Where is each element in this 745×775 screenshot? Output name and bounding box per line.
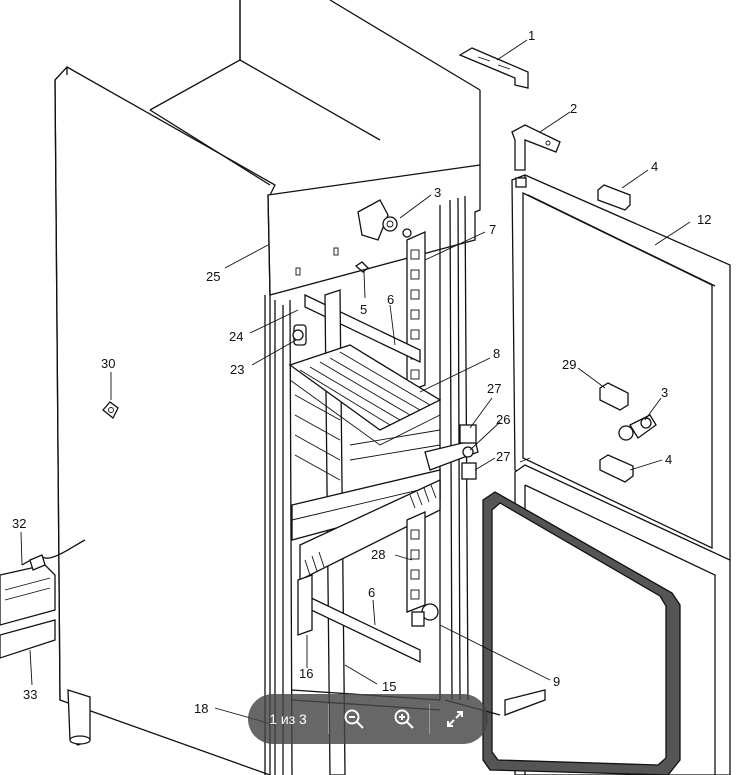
callout-label: 4 — [651, 159, 658, 174]
page-counter: 1 из 3 — [248, 711, 328, 727]
callout-label: 9 — [553, 674, 560, 689]
callout-label: 33 — [23, 687, 37, 702]
callout-label: 28 — [371, 547, 385, 562]
callout-label: 6 — [368, 585, 375, 600]
callout-label: 8 — [493, 346, 500, 361]
callout-label: 30 — [101, 356, 115, 371]
zoom-in-button[interactable] — [379, 694, 429, 744]
callout-label: 29 — [562, 357, 576, 372]
page-total: 3 — [299, 711, 307, 727]
toolbar-divider — [429, 704, 430, 734]
callout-label: 27 — [487, 381, 501, 396]
callout-label: 1 — [528, 28, 535, 43]
fullscreen-icon — [447, 711, 463, 727]
zoom-out-icon — [344, 709, 364, 729]
callout-label: 4 — [665, 452, 672, 467]
callout-labels: 1 2 3 4 12 7 25 5 6 24 23 8 30 27 26 27 … — [12, 28, 711, 716]
callout-label: 3 — [434, 185, 441, 200]
callout-label: 3 — [661, 385, 668, 400]
callout-label: 2 — [570, 101, 577, 116]
callout-label: 12 — [697, 212, 711, 227]
callout-label: 5 — [360, 302, 367, 317]
page-separator: из — [280, 711, 296, 727]
callout-label: 24 — [229, 329, 243, 344]
callout-label: 16 — [299, 666, 313, 681]
toolbar-divider — [328, 704, 329, 734]
callout-label: 27 — [496, 449, 510, 464]
zoom-out-button[interactable] — [329, 694, 379, 744]
callout-label: 23 — [230, 362, 244, 377]
callout-label: 7 — [489, 222, 496, 237]
page-current: 1 — [269, 711, 277, 727]
viewer-toolbar: 1 из 3 — [248, 694, 488, 744]
callout-label: 25 — [206, 269, 220, 284]
callout-label: 18 — [194, 701, 208, 716]
zoom-in-icon — [394, 709, 414, 729]
callout-label: 15 — [382, 679, 396, 694]
callout-label: 6 — [387, 292, 394, 307]
fullscreen-button[interactable] — [430, 694, 480, 744]
callout-label: 26 — [496, 412, 510, 427]
callout-label: 32 — [12, 516, 26, 531]
